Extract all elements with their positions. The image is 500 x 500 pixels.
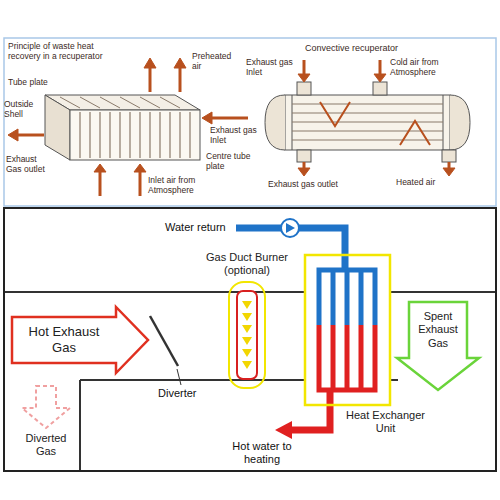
arrow-shaft [179,66,182,92]
part-label: Diverter [158,387,208,400]
pump-symbol [286,223,295,233]
node-outline [305,255,390,405]
flow-label: Exhaust gas outlet [268,180,358,190]
cold-tubes [319,270,375,325]
tube-sheets [292,95,443,150]
arrow-head [144,58,156,68]
arrow-shaft [303,60,306,74]
arrow-head [202,112,212,124]
arrow-head [298,74,310,82]
arrow-shaft [379,60,382,74]
text-block: Spent Exhaust Gas [415,310,461,350]
node-outline [18,386,74,428]
part-label: Outside Shell [4,100,42,120]
arrow-shaft [448,162,451,168]
panel-frame [4,38,496,206]
arrow-head [134,164,146,172]
sketch-title: Convective recuperator [305,43,435,53]
nozzle [442,150,456,162]
exchanger-casing [305,255,390,405]
duct-walls [5,292,495,470]
block-arrow [397,302,479,390]
end-heads [265,95,470,150]
box-front-face [70,110,200,160]
dashed-arrow [22,386,70,428]
text-block: Hot Exhaust Gas [21,324,107,355]
arrow-shaft [149,66,152,92]
box-top-face [45,95,200,110]
flame-symbol [242,301,252,309]
arrow-head [275,421,292,439]
arrow-head [298,168,310,176]
text-block: Heat Exchanger Unit [343,409,428,435]
diverted-gas-arrow: Diverted Gas [18,386,74,428]
flame-symbol [242,313,252,321]
arrow-shaft [139,172,142,196]
arrow-head [8,129,18,141]
arrow-shaft [99,172,102,196]
flow-zigzag [320,102,430,145]
arrow-head [443,168,455,176]
flame-symbol [242,337,252,345]
arrow-head [374,74,386,82]
tube-ends [60,97,180,108]
hot-tubes [319,325,375,390]
shell [285,95,450,150]
pipe-label: Hot water to heating [222,440,302,465]
nozzle [297,82,311,95]
sketch-title: Principle of waste heat recovery in a re… [8,42,124,62]
arrow-shaft [303,162,306,168]
node-label: Spent Exhaust Gas [415,310,461,350]
panel-frame [4,208,496,471]
pump-symbol [281,219,299,237]
node-outline [12,307,148,373]
nozzle [373,82,387,95]
arrow-head [94,164,106,172]
arrow-head [174,58,186,68]
flow-label: Exhaust gas Inlet [210,126,260,146]
tube-lines [292,104,443,140]
tube-lines [80,112,190,158]
diverter-flap [150,316,178,366]
part-label: Centre tube plate [206,152,256,172]
text-block: Gas Duct Burner (optional) [197,251,297,277]
part-label: Tube plate [8,78,58,88]
leader-line [177,369,181,385]
convective-recuperator-sketch [265,60,470,176]
flame-symbol [242,325,252,333]
flow-label: Preheated air [192,52,238,72]
burner-body [237,291,257,379]
node-label: Diverted Gas [15,432,77,458]
node-label: Gas Duct Burner (optional) [197,251,297,277]
flow-label: Cold air from Atmosphere [390,58,460,78]
heat-exchanger-unit: Heat Exchanger Unit [305,255,390,405]
hot-water-pipe [292,390,330,430]
flow-arrows [298,60,455,176]
flame-symbol [242,361,252,369]
nozzle [297,150,311,162]
flame-symbol [242,349,252,357]
node-label: Heat Exchanger Unit [343,409,428,435]
box-side-face [45,95,70,160]
pipe-label: Water return [165,221,233,234]
flow-label: Inlet air from Atmosphere [148,176,218,196]
flow-label: Exhaust Gas outlet [6,155,52,175]
node-outline [232,285,262,385]
spent-exhaust-arrow: Spent Exhaust Gas [397,302,479,390]
arrow-shaft [212,117,248,120]
gas-duct-burner: Gas Duct Burner (optional) [232,285,262,385]
arrow-shaft [18,134,44,137]
block-arrow [12,307,148,373]
flow-label: Exhaust gas Inlet [246,58,296,78]
flow-label: Heated air [396,178,440,188]
hot-exhaust-arrow: Hot Exhaust Gas [12,307,148,373]
text-block: Diverted Gas [15,432,77,458]
node-label: Hot Exhaust Gas [21,324,107,355]
burner-outline [229,282,265,388]
